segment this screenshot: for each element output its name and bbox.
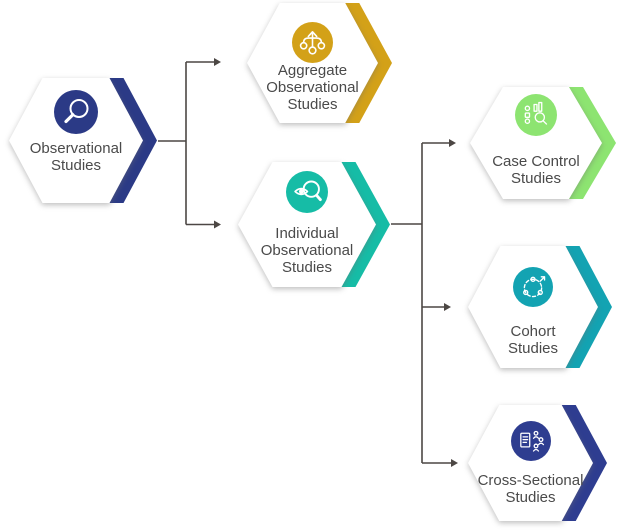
node-aggregate-observational-studies: Aggregate Observational Studies	[247, 3, 392, 123]
edge-lines	[158, 61, 451, 464]
hex-body	[238, 162, 376, 287]
magnifier-icon	[54, 90, 98, 134]
node-cohort-studies: Cohort Studies	[468, 246, 612, 368]
hex-body	[468, 246, 598, 368]
arrowhead-cohort	[444, 303, 451, 311]
node-label: Observational Studies	[29, 140, 123, 174]
hex-body	[247, 3, 378, 123]
node-individual-observational-studies: Individual Observational Studies	[238, 162, 390, 287]
node-label: Case Control Studies	[492, 153, 580, 187]
arrowhead-cross-sectional	[451, 459, 458, 467]
hex-body	[468, 405, 593, 521]
node-label: Cross-Sectional Studies	[477, 472, 584, 506]
hex-body	[9, 78, 143, 203]
node-label: Individual Observational Studies	[260, 225, 354, 276]
survey-population-icon	[511, 421, 551, 461]
group-comparison-icon	[515, 94, 557, 136]
cohort-cycle-icon	[513, 267, 553, 307]
branch-merge-icon	[292, 22, 333, 63]
node-cross-sectional-studies: Cross-Sectional Studies	[468, 405, 607, 521]
arrowhead-case-control	[449, 139, 456, 147]
node-label: Aggregate Observational Studies	[266, 62, 359, 113]
node-observational-studies: Observational Studies	[9, 78, 157, 203]
eye-magnifier-icon	[286, 171, 328, 213]
edge-arrowheads	[214, 58, 458, 467]
node-label: Cohort Studies	[507, 323, 559, 357]
arrowhead-individual	[214, 220, 221, 229]
hex-body	[470, 87, 602, 199]
node-case-control-studies: Case Control Studies	[470, 87, 616, 199]
arrowhead-aggregate	[214, 58, 221, 66]
